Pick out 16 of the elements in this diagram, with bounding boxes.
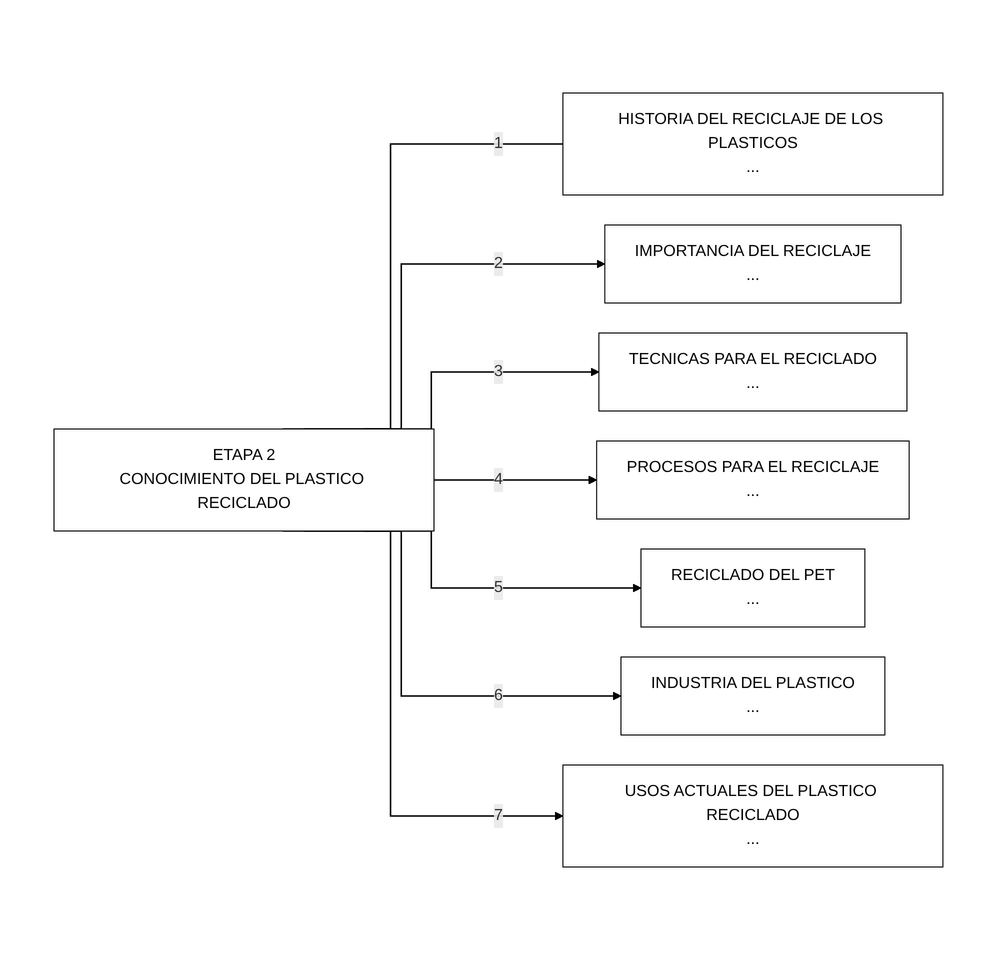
- node-box: [54, 428, 435, 532]
- node-box: [598, 332, 908, 412]
- node-box: [562, 764, 944, 868]
- node-box: [620, 656, 886, 736]
- node-box: [562, 92, 944, 196]
- arrow: [434, 476, 598, 484]
- edge-label: 7: [494, 807, 503, 824]
- edge-label: 5: [494, 579, 503, 596]
- node-box: [640, 548, 866, 628]
- edge-label: 1: [494, 135, 503, 152]
- edge-label: 4: [494, 471, 503, 488]
- node-box: [604, 224, 902, 304]
- node-box: [596, 440, 910, 520]
- edge-label: 2: [494, 255, 503, 272]
- edge-label: 3: [494, 363, 503, 380]
- edge-label: 6: [494, 687, 503, 704]
